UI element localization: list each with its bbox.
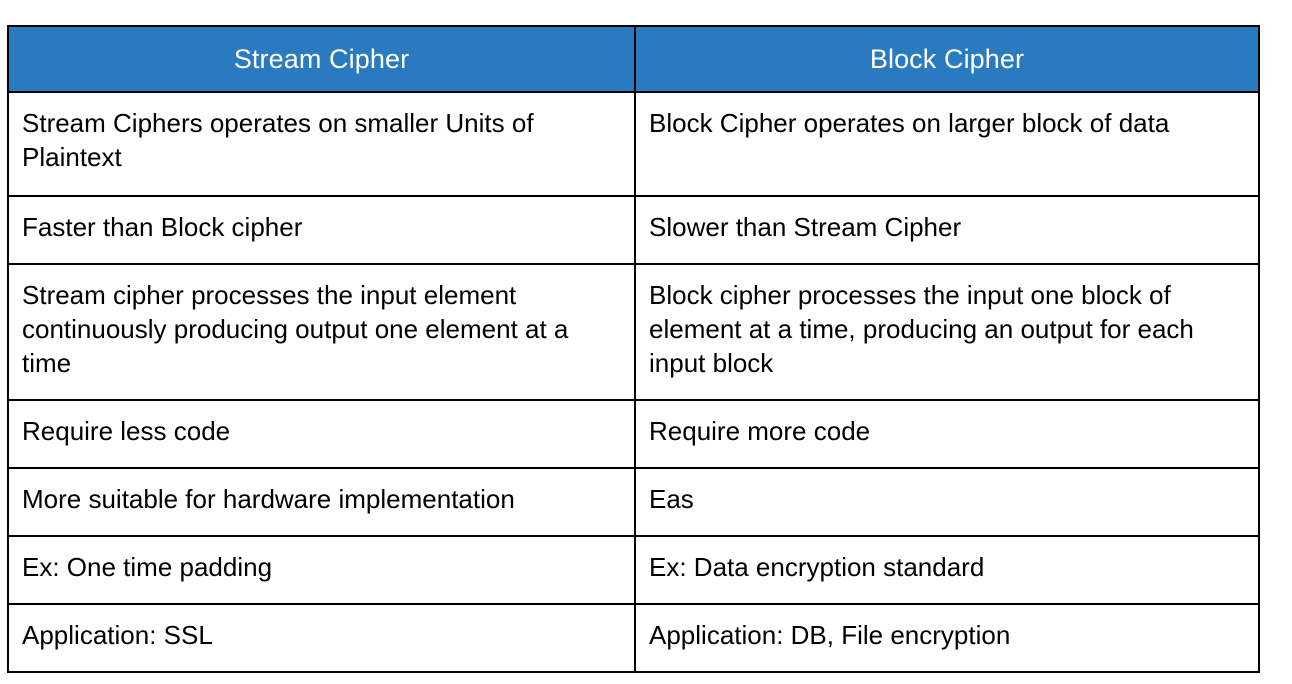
table-row: Application: SSL Application: DB, File e… <box>7 603 1260 673</box>
cell-text: Require less code <box>22 416 231 446</box>
table-row: Faster than Block cipher Slower than Str… <box>7 195 1260 265</box>
column-header-stream-cipher: Stream Cipher <box>7 25 636 93</box>
cell-text: Stream Ciphers operates on smaller Units… <box>22 108 534 172</box>
cell-stream-cipher: Stream cipher processes the input elemen… <box>7 263 636 401</box>
cell-text: Block cipher processes the input one blo… <box>649 280 1194 378</box>
cell-block-cipher: Eas <box>634 467 1260 537</box>
table-header-row: Stream Cipher Block Cipher <box>7 25 1260 93</box>
table-header: Stream Cipher Block Cipher <box>7 25 1260 93</box>
cell-block-cipher: Slower than Stream Cipher <box>634 195 1260 265</box>
cell-text: Block Cipher operates on larger block of… <box>649 108 1170 138</box>
cell-text: Faster than Block cipher <box>22 212 303 242</box>
cell-text: Application: DB, File encryption <box>649 620 1011 650</box>
cell-stream-cipher: Require less code <box>7 399 636 469</box>
cell-text: More suitable for hardware implementatio… <box>22 484 515 514</box>
cell-text: Ex: Data encryption standard <box>649 552 985 582</box>
cell-text: Stream cipher processes the input elemen… <box>22 280 569 378</box>
cell-block-cipher: Ex: Data encryption standard <box>634 535 1260 605</box>
cell-block-cipher: Require more code <box>634 399 1260 469</box>
cell-stream-cipher: Faster than Block cipher <box>7 195 636 265</box>
cell-stream-cipher: Ex: One time padding <box>7 535 636 605</box>
column-header-block-cipher: Block Cipher <box>634 25 1260 93</box>
cell-block-cipher: Application: DB, File encryption <box>634 603 1260 673</box>
table-row: More suitable for hardware implementatio… <box>7 467 1260 537</box>
cell-stream-cipher: Application: SSL <box>7 603 636 673</box>
cell-block-cipher: Block cipher processes the input one blo… <box>634 263 1260 401</box>
table-row: Ex: One time padding Ex: Data encryption… <box>7 535 1260 605</box>
cell-text: Application: SSL <box>22 620 213 650</box>
cell-stream-cipher: More suitable for hardware implementatio… <box>7 467 636 537</box>
cell-text: Slower than Stream Cipher <box>649 212 962 242</box>
cipher-comparison-table: Stream Cipher Block Cipher Stream Cipher… <box>7 25 1260 673</box>
cell-text: Require more code <box>649 416 871 446</box>
cell-text: Eas <box>649 484 694 514</box>
cell-stream-cipher: Stream Ciphers operates on smaller Units… <box>7 91 636 197</box>
table-body: Stream Ciphers operates on smaller Units… <box>7 91 1260 673</box>
cell-text: Ex: One time padding <box>22 552 273 582</box>
table-row: Require less code Require more code <box>7 399 1260 469</box>
table-row: Stream Ciphers operates on smaller Units… <box>7 91 1260 197</box>
table-row: Stream cipher processes the input elemen… <box>7 263 1260 401</box>
cell-block-cipher: Block Cipher operates on larger block of… <box>634 91 1260 197</box>
